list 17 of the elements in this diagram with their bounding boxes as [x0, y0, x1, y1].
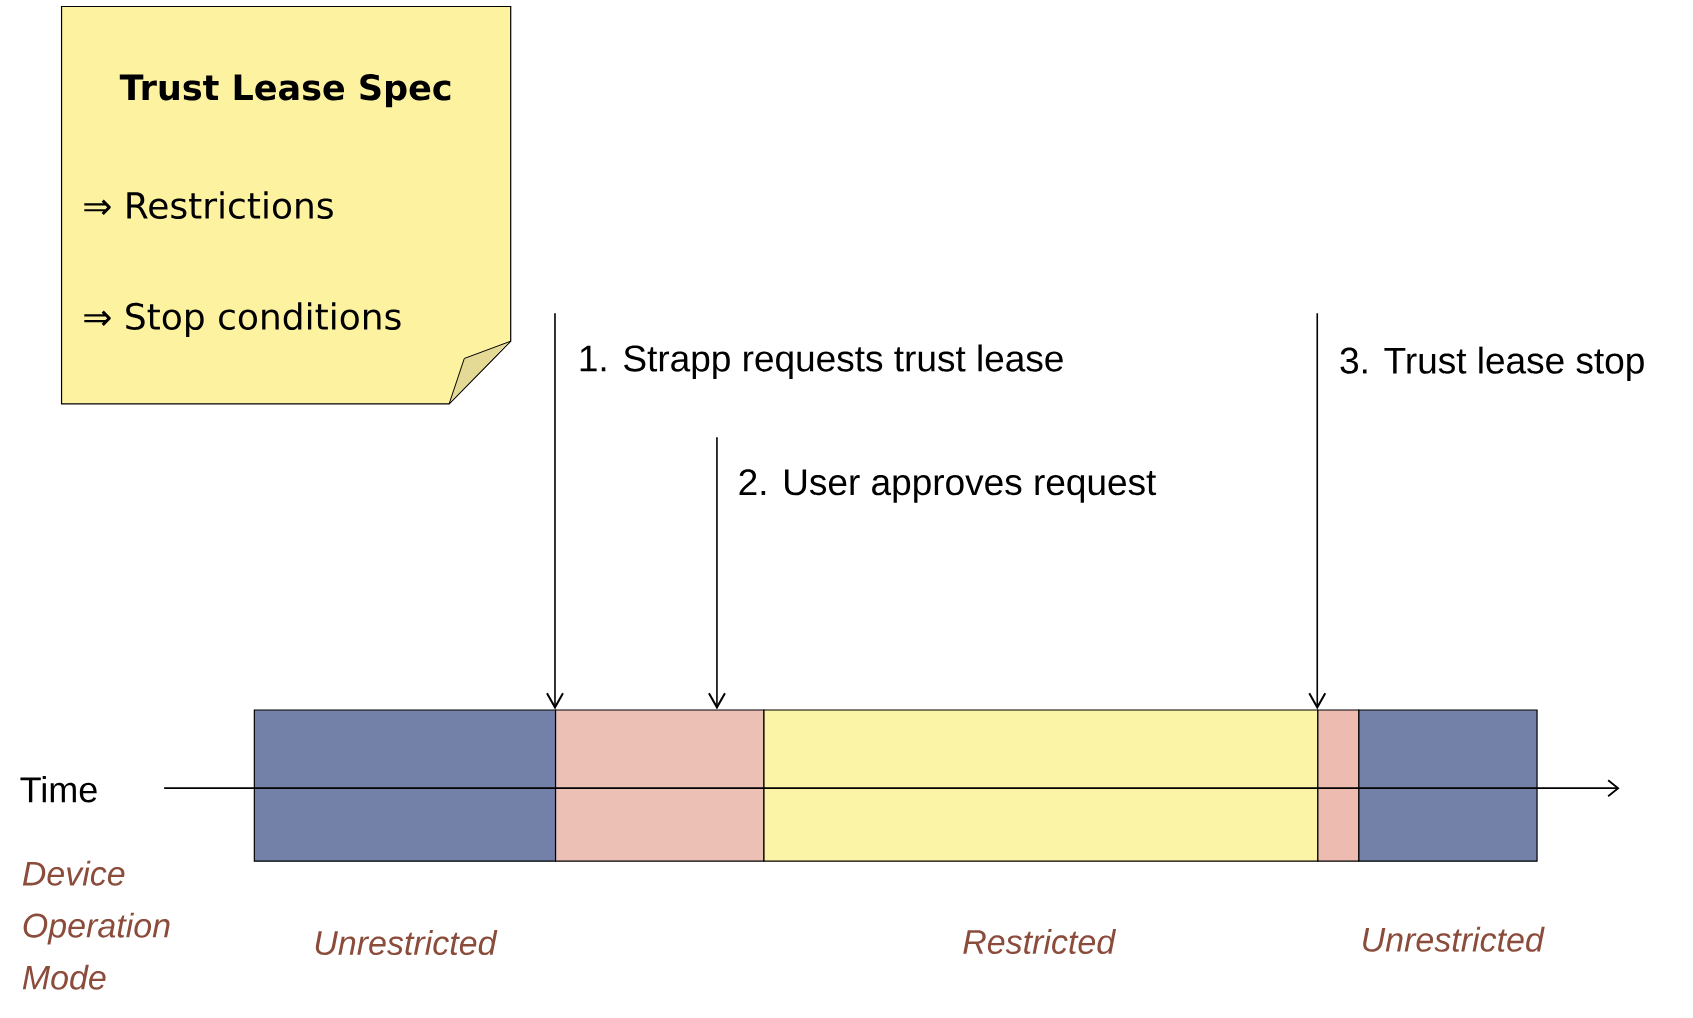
arrow	[1308, 312, 1327, 710]
arrow	[546, 312, 564, 710]
edge-label: 1. Strapp requests trust lease	[580, 344, 1063, 379]
mode-heading: Device Operation Mode	[22, 860, 170, 990]
edge-label: 2. User approves request	[739, 469, 1157, 503]
timeline-segment	[1317, 709, 1360, 862]
arrow	[707, 436, 726, 710]
mode-label: Restricted	[963, 928, 1117, 954]
axis-label: Time	[20, 776, 97, 803]
timeline-segment	[555, 709, 765, 862]
sticky-note: Trust Lease Spec ⇒ Restrictions ⇒ Stop conditions	[60, 5, 512, 405]
mode-label: Unrestricted	[1363, 926, 1545, 952]
timeline-segment	[1358, 709, 1538, 862]
mode-label: Unrestricted	[315, 930, 498, 955]
timeline-segment	[253, 709, 557, 862]
timeline-segment	[763, 709, 1319, 862]
edge-label: 3. Trust lease stop	[1340, 346, 1644, 382]
